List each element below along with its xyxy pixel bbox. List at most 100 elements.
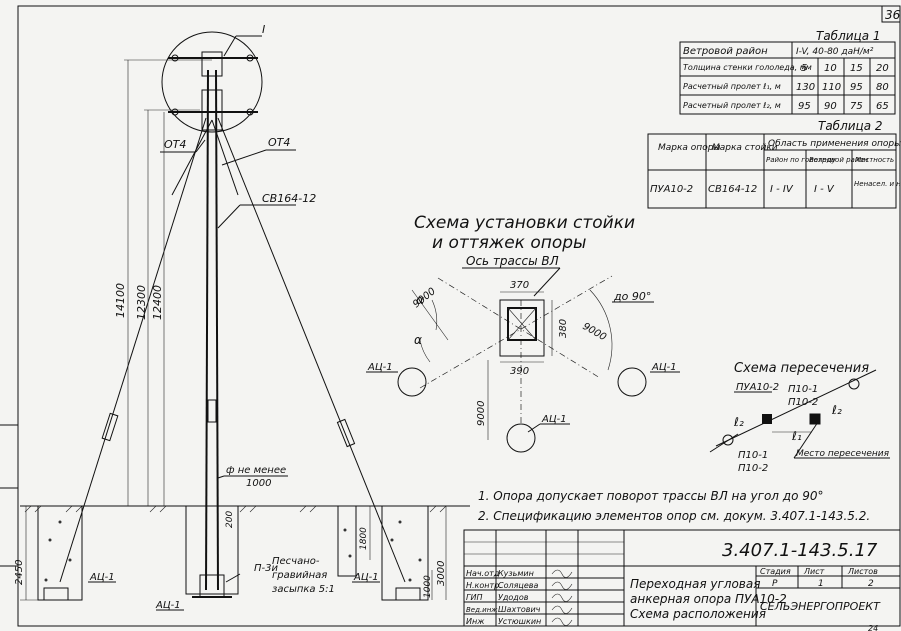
signatures <box>551 569 573 626</box>
alpha-arc-top <box>431 299 438 331</box>
alpha-top: α <box>416 293 424 307</box>
anchor-pit-right <box>381 506 429 601</box>
crossing-node-right <box>848 378 860 390</box>
footer-mark: 24 <box>868 624 878 631</box>
dim-1000: 1000 <box>423 575 433 598</box>
anchor-label-bottom: АЦ-1 <box>541 414 567 425</box>
sheet-frame <box>17 5 901 627</box>
table2-frame <box>647 133 897 209</box>
anchor-label-left: АЦ-1 <box>89 572 115 583</box>
dim-2450: 2450 <box>14 560 25 585</box>
dim-line-9000-left <box>411 289 449 341</box>
table-1: Таблица 1 Ветровой район I-V, 40-80 даН/… <box>679 29 896 115</box>
crossing-p102-bottom: П10-2 <box>738 463 768 474</box>
note-2: 2. Спецификацию элементов опор см. докум… <box>478 509 870 523</box>
table1-header-value: I-V, 40-80 даН/м² <box>796 47 874 57</box>
stanchion-label: СВ164-12 <box>262 192 316 205</box>
table2-sub3: Местность <box>855 156 894 164</box>
insulator-strings <box>171 51 254 131</box>
table1-row1-label: Толщина стенки гололеда, мм <box>683 63 812 72</box>
pole-right-edge <box>215 69 219 591</box>
crossing-p102-top: П10-2 <box>788 397 818 408</box>
anchor-circle-bottom <box>506 423 536 453</box>
backfill-line2: гравийная <box>272 570 327 581</box>
table2-col2: Марка стойки <box>712 143 778 153</box>
table2-cell: I - IV <box>770 184 794 195</box>
route-axis-a <box>437 277 601 379</box>
pole-elevation: I ОТ4 ОТ4 СВ164-12 <box>14 23 470 611</box>
crossarm-detail-circle <box>161 31 263 133</box>
role: ГИП <box>466 593 482 602</box>
dim-9000-right: 9000 <box>581 321 609 343</box>
soil-columns <box>337 505 357 577</box>
table1-row2-label: Расчетный пролет ℓ₁, м <box>683 82 781 91</box>
label-leader <box>195 139 206 153</box>
anchor-label-center: АЦ-1 <box>155 600 181 611</box>
dim-390: 390 <box>510 366 529 377</box>
guy-short-right <box>211 119 239 196</box>
sheet-value: 1 <box>818 579 824 589</box>
plate-label: П-3и <box>254 563 278 574</box>
table1-cell: 5 <box>801 63 807 74</box>
table-2: Таблица 2 Марка опоры Марка стойки Облас… <box>647 119 901 209</box>
pole-pit <box>185 506 239 595</box>
guy-short-left <box>171 119 213 196</box>
crossarm-marker: I <box>262 23 265 36</box>
crossing-scheme: Схема пересечения ПУА10-2 П10-1 П10-2 ℓ₂… <box>709 361 890 474</box>
dim-3000: 3000 <box>436 561 447 586</box>
ot4-label-left: ОТ4 <box>164 138 186 151</box>
stamp-title-line2: анкерная опора ПУА10-2 <box>630 592 787 606</box>
installation-scheme: Схема установки стойки и оттяжек опоры О… <box>366 213 680 453</box>
install-title-line1: Схема установки стойки <box>414 213 635 233</box>
ot4-label-right: ОТ4 <box>268 136 290 149</box>
ground-hatch <box>24 505 447 513</box>
table1-cell: 10 <box>824 63 837 74</box>
pole-left-edge <box>205 69 209 591</box>
table1-cell: 65 <box>876 101 889 112</box>
dim-9000-down: 9000 <box>476 401 487 426</box>
turnbuckles <box>101 399 356 448</box>
anchor-circle-right <box>617 367 647 397</box>
angle-label: до 90° <box>613 290 651 303</box>
sheets-header: Листов <box>847 567 878 576</box>
label-leader <box>217 204 241 229</box>
stamp-title-line1: Переходная угловая <box>630 577 760 591</box>
pole-square-right <box>809 413 821 425</box>
dim-370: 370 <box>510 280 529 291</box>
dim-380: 380 <box>558 319 569 338</box>
role: Инж <box>466 617 485 626</box>
backfill-line3: засыпка 5:1 <box>272 584 335 595</box>
table1-title: Таблица 1 <box>816 29 881 43</box>
stage-value: Р <box>772 579 778 589</box>
table2-title: Таблица 2 <box>818 119 883 133</box>
backfill-line1: Песчано- <box>272 556 320 567</box>
dim-12300: 12300 <box>135 285 148 320</box>
table2-col3-top: Область применения опоры <box>768 139 901 149</box>
table2-cell: Ненасел. и населен. <box>854 180 901 188</box>
stanchion-footprint <box>507 307 537 341</box>
sheets-value: 2 <box>868 579 874 589</box>
anchor-pit-left <box>37 506 83 601</box>
table1-header-label: Ветровой район <box>683 46 768 57</box>
crossing-p101-bottom: П10-1 <box>738 450 768 461</box>
alpha-arc-bottom <box>419 339 431 363</box>
table1-cell: 15 <box>850 63 863 74</box>
note-1: 1. Опора допускает поворот трассы ВЛ на … <box>478 489 824 503</box>
anchor-label-right: АЦ-1 <box>353 572 379 583</box>
dim-1800: 1800 <box>359 527 369 550</box>
sheet-header: Лист <box>803 567 825 576</box>
crossing-pole-label: ПУА10-2 <box>736 382 779 393</box>
dim-200: 200 <box>225 511 235 528</box>
anchor-label-left: АЦ-1 <box>367 362 393 373</box>
crossing-place-label: Место пересечения <box>796 449 890 459</box>
rope-note-leader <box>217 475 225 479</box>
person-name: Соляцева <box>498 581 538 590</box>
table2-cell: I - V <box>814 184 835 195</box>
crossing-l2-left: ℓ₂ <box>733 415 744 429</box>
label-leader <box>527 423 541 433</box>
person-name: Шахтович <box>498 605 541 614</box>
alpha-bottom: α <box>414 333 422 347</box>
table1-cell: 80 <box>876 82 889 93</box>
crossing-node-left <box>722 434 734 446</box>
